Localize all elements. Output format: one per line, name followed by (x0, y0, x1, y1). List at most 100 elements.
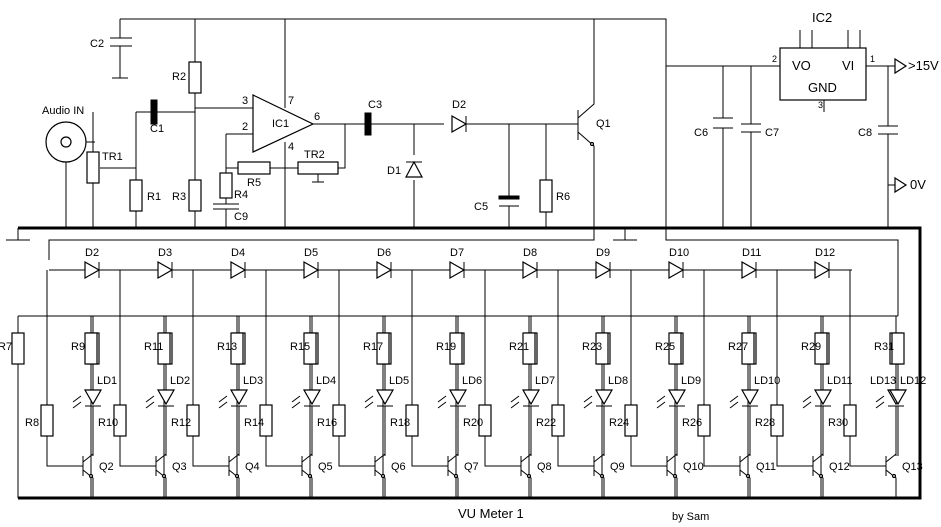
front-d2-label: D2 (452, 99, 466, 111)
stage-base-resistor (113, 404, 127, 437)
stage-base-resistor-label: R24 (609, 417, 629, 429)
stage-top-resistor-label: R7 (0, 341, 12, 353)
r5-resistor (237, 161, 271, 175)
ic1-pin3: 3 (242, 95, 248, 107)
r4-resistor (219, 172, 233, 199)
tr2-label: TR2 (304, 149, 325, 161)
stage-transistor-label: Q2 (99, 461, 114, 473)
stage-transistor (526, 473, 532, 479)
chain-diode-label: D12 (815, 247, 835, 259)
stage-transistor (672, 473, 678, 479)
stage-top-resistor-label: R13 (217, 341, 237, 353)
stage-base-resistor-label: R30 (828, 417, 848, 429)
chain-diode (814, 260, 831, 280)
stage-led-label: LD4 (316, 375, 336, 387)
c5-label: C5 (474, 201, 488, 213)
stage-led (83, 389, 103, 406)
chain-diode (741, 260, 758, 280)
stage-transistor (234, 473, 240, 479)
chain-diode (668, 260, 685, 280)
r4-label: R4 (234, 189, 248, 201)
c6-label: C6 (694, 127, 708, 139)
stage-top-resistor-label: R23 (582, 341, 602, 353)
stage-transistor-label: Q11 (756, 461, 776, 473)
stage-base-resistor-label: R14 (244, 417, 264, 429)
r3-label: R3 (172, 191, 186, 203)
stage-top-resistor (376, 332, 390, 365)
chain-diode-label: D6 (377, 247, 391, 259)
stage-top-resistor (230, 332, 244, 365)
c7-label: C7 (765, 127, 779, 139)
ic1-pin4: 4 (288, 141, 294, 153)
stage-led-label: LD7 (535, 375, 555, 387)
stage-led-label: LD3 (243, 375, 263, 387)
stage-top-resistor (157, 332, 171, 365)
front-d2-diode (451, 114, 468, 134)
chain-diode (376, 260, 393, 280)
stage-led (521, 389, 541, 406)
stage-led (229, 389, 249, 406)
stage-base-resistor (697, 404, 711, 437)
d1-diode (405, 160, 423, 178)
chain-diode-label: D11 (742, 247, 761, 259)
chain-diode-label: D2 (85, 247, 99, 259)
stage-top-resistor (11, 332, 25, 365)
stage-top-resistor-label: R25 (655, 341, 675, 353)
stage-top-resistor (449, 332, 463, 365)
stage-top-resistor-label: R17 (363, 341, 383, 353)
stage-transistor (453, 473, 459, 479)
stage-transistor (161, 473, 167, 479)
ic2-regulator (779, 47, 867, 101)
stage-top-resistor-label: R11 (144, 341, 163, 353)
stage-transistor-label: Q12 (829, 461, 850, 473)
tr1-potentiometer (86, 151, 100, 184)
stage-led-label: LD8 (608, 375, 628, 387)
c9-label: C9 (234, 211, 248, 223)
stage-transistor (307, 473, 313, 479)
chain-diode-label: D10 (669, 247, 689, 259)
stage-transistor-label: Q7 (464, 461, 479, 473)
audio-jack-inner (60, 136, 72, 148)
ic2-vo-label: VO (792, 58, 811, 73)
r1-resistor (129, 179, 143, 212)
c3-label: C3 (368, 99, 382, 111)
ic2-pin1: 1 (870, 54, 875, 64)
stage-base-resistor-label: R28 (755, 417, 775, 429)
out-0v-arrow (894, 176, 908, 194)
ic1-opamp (252, 94, 315, 153)
c2-label: C2 (90, 38, 104, 50)
r5-label: R5 (247, 177, 261, 189)
stage-transistor-label: Q3 (172, 461, 187, 473)
r2-resistor (188, 61, 202, 94)
ic2-gnd-label: GND (808, 80, 837, 95)
ic1-pin6: 6 (314, 111, 320, 123)
d1-label: D1 (387, 165, 401, 177)
out-0v-label: 0V (910, 177, 926, 192)
ladder-parts: R7R8LD1Q2D2R9R10LD2Q3D3R11R12LD3Q4D4R13R… (0, 247, 926, 479)
chain-diode-label: D8 (523, 247, 537, 259)
stage-top-resistor-label: R15 (290, 341, 310, 353)
stage-led (448, 389, 468, 406)
r6-resistor (539, 179, 553, 213)
r6-label: R6 (556, 191, 570, 203)
r31-resistor (891, 332, 905, 365)
stage-top-resistor (595, 332, 609, 365)
stage-transistor (745, 473, 751, 479)
stage-top-resistor (522, 332, 536, 365)
ic1-label: IC1 (272, 118, 289, 130)
stage-top-resistor-label: R27 (728, 341, 748, 353)
stage-top-resistor-label: R29 (801, 341, 821, 353)
stage-base-resistor (332, 404, 346, 437)
stage-base-resistor (770, 404, 784, 437)
stage-base-resistor (551, 404, 565, 437)
chain-diode (303, 260, 320, 280)
chain-diode-label: D5 (304, 247, 318, 259)
stage-led (156, 389, 176, 406)
stage-top-resistor (814, 332, 828, 365)
stage-transistor (380, 473, 386, 479)
stage-transistor-label: Q6 (391, 461, 406, 473)
stage-base-resistor (405, 404, 419, 437)
out-15v-arrow (894, 57, 908, 75)
stage-transistor-label: Q10 (683, 461, 704, 473)
